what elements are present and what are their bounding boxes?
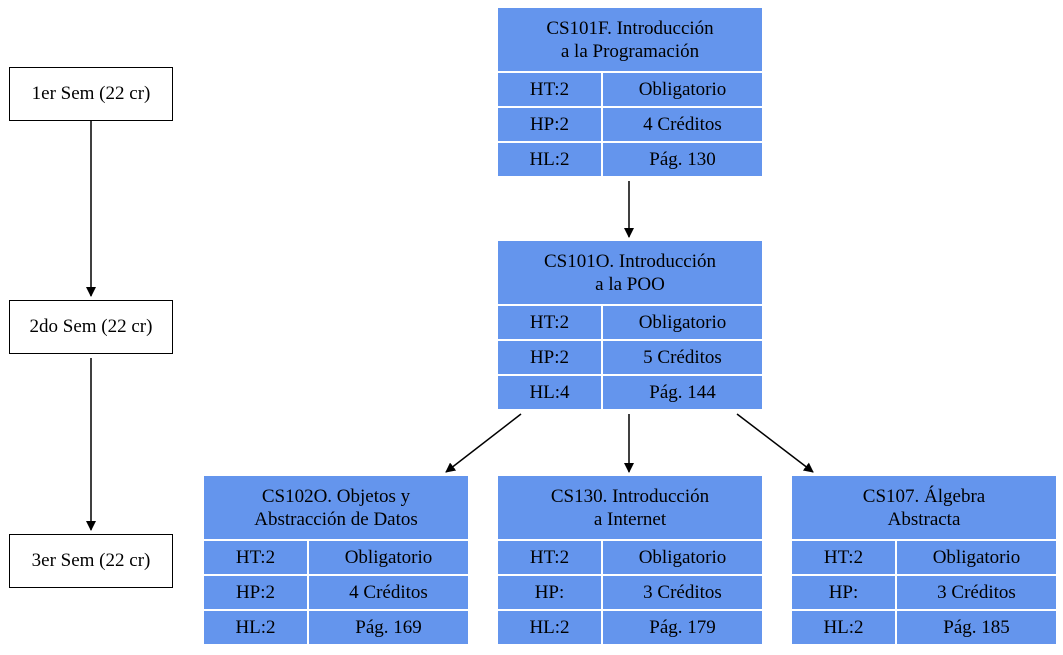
course-row-hp: HP:3 Créditos: [498, 576, 762, 609]
course-type: Obligatorio: [603, 541, 762, 574]
semester-label: 3er Sem (22 cr): [31, 550, 151, 571]
course-title: CS101O. Introducción a la POO: [498, 241, 762, 304]
course-hl: HL:2: [792, 611, 895, 644]
course-ht: HT:2: [498, 73, 601, 106]
course-credits: 3 Créditos: [897, 576, 1056, 609]
course-hp: HP:2: [204, 576, 307, 609]
course-hp: HP:2: [498, 341, 601, 374]
course-credits: 3 Créditos: [603, 576, 762, 609]
course-hp: HP:2: [498, 108, 601, 141]
course-ht: HT:2: [204, 541, 307, 574]
course-row-hp: HP:3 Créditos: [792, 576, 1056, 609]
course-title: CS102O. Objetos y Abstracción de Datos: [204, 476, 468, 539]
edge-cs101o-cs107: [736, 413, 814, 473]
edge-cs101o-cs102o: [445, 413, 522, 473]
course-credits: 4 Créditos: [309, 576, 468, 609]
course-hl: HL:2: [498, 611, 601, 644]
course-type: Obligatorio: [603, 73, 762, 106]
semester-node-2: 2do Sem (22 cr): [9, 300, 173, 354]
course-page: Pág. 179: [603, 611, 762, 644]
course-node-cs101f: CS101F. Introducción a la Programación H…: [498, 8, 762, 176]
semester-label: 2do Sem (22 cr): [29, 316, 153, 337]
course-page: Pág. 185: [897, 611, 1056, 644]
course-hl: HL:2: [204, 611, 307, 644]
course-type: Obligatorio: [309, 541, 468, 574]
semester-node-3: 3er Sem (22 cr): [9, 534, 173, 588]
course-title: CS107. Álgebra Abstracta: [792, 476, 1056, 539]
course-ht: HT:2: [498, 541, 601, 574]
course-node-cs102o: CS102O. Objetos y Abstracción de Datos H…: [204, 476, 468, 644]
course-hp: HP:: [792, 576, 895, 609]
course-page: Pág. 130: [603, 143, 762, 176]
course-title: CS130. Introducción a Internet: [498, 476, 762, 539]
course-credits: 5 Créditos: [603, 341, 762, 374]
course-credits: 4 Créditos: [603, 108, 762, 141]
course-page: Pág. 169: [309, 611, 468, 644]
course-hl: HL:4: [498, 376, 601, 409]
course-hp: HP:: [498, 576, 601, 609]
semester-label: 1er Sem (22 cr): [31, 83, 151, 104]
course-hl: HL:2: [498, 143, 601, 176]
course-type: Obligatorio: [897, 541, 1056, 574]
semester-node-1: 1er Sem (22 cr): [9, 67, 173, 121]
course-ht: HT:2: [498, 306, 601, 339]
course-page: Pág. 144: [603, 376, 762, 409]
course-title: CS101F. Introducción a la Programación: [498, 8, 762, 71]
course-ht: HT:2: [792, 541, 895, 574]
course-type: Obligatorio: [603, 306, 762, 339]
